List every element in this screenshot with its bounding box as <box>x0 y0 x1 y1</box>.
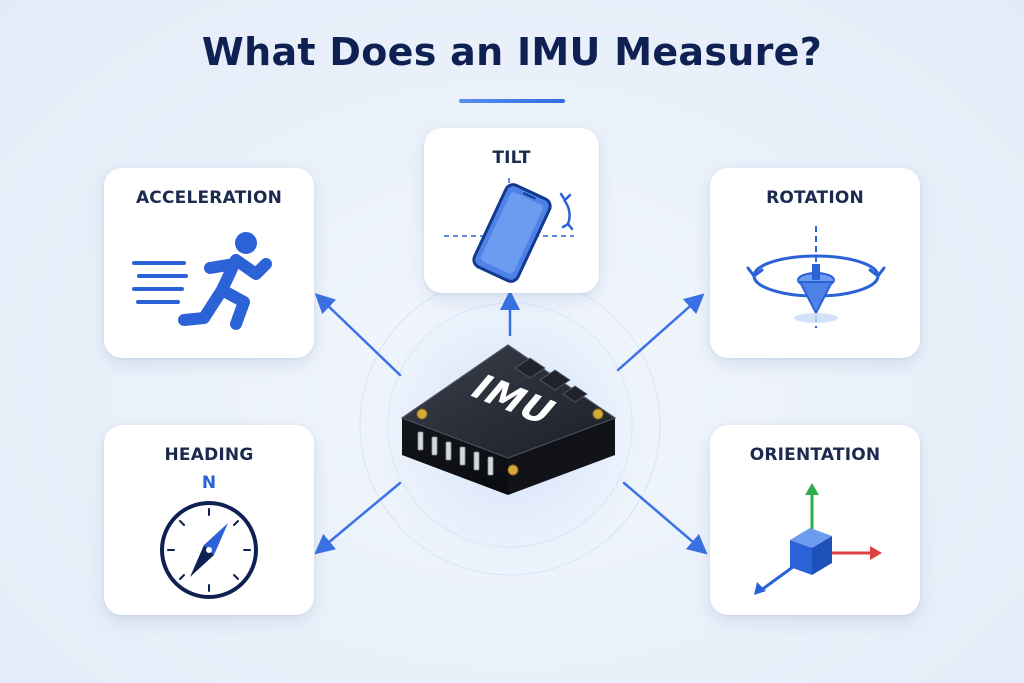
arrow-to-acceleration <box>314 293 402 377</box>
title-underline <box>459 99 565 103</box>
spinning-top-icon <box>746 226 886 328</box>
orientation-card: ORIENTATION <box>710 425 920 615</box>
imu-chip <box>400 344 617 495</box>
compass-north-label: N <box>201 473 217 493</box>
acceleration-card: ACCELERATION <box>104 168 314 358</box>
heading-card: HEADING N <box>104 425 314 615</box>
rotation-card: ROTATION <box>710 168 920 358</box>
tilt-card: TILT <box>424 128 599 293</box>
arrow-to-orientation <box>622 481 708 555</box>
arrow-to-heading <box>314 481 402 555</box>
arrow-to-rotation <box>616 293 705 372</box>
running-person-icon <box>132 232 272 330</box>
page-title: What Does an IMU Measure? <box>201 30 823 74</box>
rotation-label: ROTATION <box>766 188 864 208</box>
tilted-phone-icon <box>444 178 574 283</box>
tilt-label: TILT <box>492 148 531 168</box>
heading-label: HEADING <box>164 445 254 465</box>
compass-icon <box>160 501 258 599</box>
orientation-label: ORIENTATION <box>749 445 881 465</box>
acceleration-label: ACCELERATION <box>135 188 283 208</box>
3d-axes-cube-icon <box>754 483 882 595</box>
